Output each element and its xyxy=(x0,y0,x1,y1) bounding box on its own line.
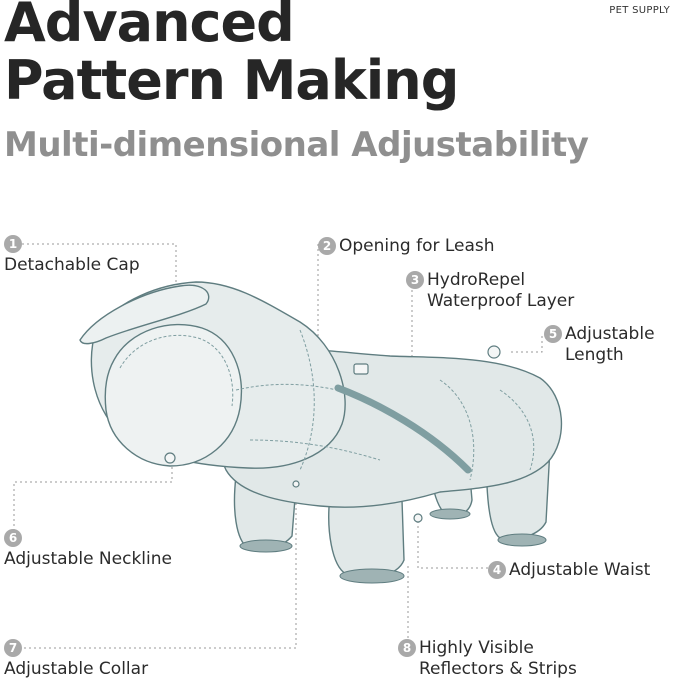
callout-label-line-1: Adjustable xyxy=(565,324,655,344)
callout-adjustable-length: 5 Adjustable Length xyxy=(544,324,655,366)
reflective-strip xyxy=(334,384,472,474)
callout-label-line-1: Highly Visible xyxy=(419,638,534,658)
callout-label-line-2: Waterproof Layer xyxy=(427,291,575,311)
callout-label-line-2: Reflectors & Strips xyxy=(419,659,577,679)
callout-label-line-2: Length xyxy=(565,345,624,365)
callout-adjustable-waist: 4 Adjustable Waist xyxy=(488,560,650,581)
brand-label: PET SUPPLY xyxy=(609,5,670,16)
callout-adjustable-collar: 7 Adjustable Collar xyxy=(4,638,148,680)
page-title-line-2: Pattern Making xyxy=(4,49,459,112)
details xyxy=(164,345,501,523)
callout-label: Adjustable Neckline xyxy=(4,549,172,569)
callout-label: Adjustable Waist xyxy=(509,560,651,580)
page-title-line-1: Advanced xyxy=(4,0,295,54)
callout-number-badge: 1 xyxy=(4,235,22,253)
callout-label: Adjustable Collar xyxy=(4,659,149,679)
callout-number-badge: 3 xyxy=(406,271,424,289)
callout-number-badge: 2 xyxy=(318,237,336,255)
raincoat-body xyxy=(79,281,563,579)
callout-detachable-cap: 1 Detachable Cap xyxy=(4,234,140,276)
callout-label: Detachable Cap xyxy=(4,255,140,275)
callout-adjustable-neckline: 6 Adjustable Neckline xyxy=(4,528,172,570)
callout-opening-for-leash: 2 Opening for Leash xyxy=(318,236,495,257)
callout-hydrorepel-layer: 3 HydroRepel Waterproof Layer xyxy=(406,270,574,312)
callout-number-badge: 6 xyxy=(4,529,22,547)
callout-number-badge: 5 xyxy=(544,325,562,343)
callout-label-line-1: HydroRepel xyxy=(427,270,526,290)
callout-number-badge: 4 xyxy=(488,561,506,579)
leg-cuffs xyxy=(239,508,547,584)
callout-reflectors-strips: 8 Highly Visible Reflectors & Strips xyxy=(398,638,577,680)
page-subtitle: Multi-dimensional Adjustability xyxy=(4,125,589,165)
callout-number-badge: 8 xyxy=(398,639,416,657)
callout-label: Opening for Leash xyxy=(339,236,495,256)
callout-number-badge: 7 xyxy=(4,639,22,657)
